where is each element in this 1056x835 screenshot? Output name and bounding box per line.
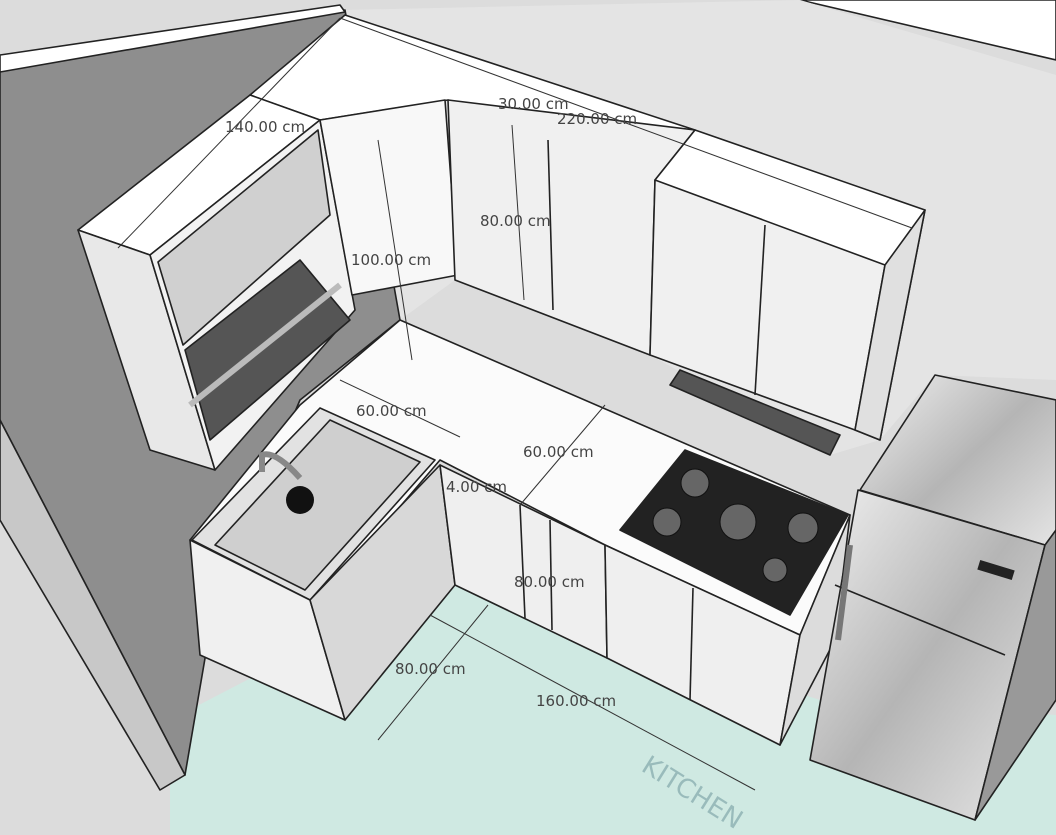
pillar — [0, 419, 186, 791]
dim-upper-depth: 30.00 cm — [498, 95, 569, 113]
dim-upper-height: 80.00 cm — [480, 212, 551, 230]
dim-base-left-width: 80.00 cm — [395, 660, 466, 678]
dish-rack — [184, 259, 351, 441]
dim-upper-total-width: 220.00 cm — [557, 110, 637, 128]
dim-upper-left-width: 140.00 cm — [225, 118, 305, 136]
dimension-lines — [117, 17, 913, 791]
dim-base-height: 80.00 cm — [514, 573, 585, 591]
wall-top — [799, 0, 1056, 61]
dim-counter-depth-right: 60.00 cm — [523, 443, 594, 461]
drain-icon — [286, 486, 314, 514]
side-wall-top — [0, 4, 346, 73]
dim-upper-to-counter: 100.00 cm — [351, 251, 431, 269]
faucet[interactable] — [259, 451, 303, 480]
fridge-display — [977, 559, 1015, 581]
fridge-handle[interactable] — [835, 544, 853, 641]
cabinet-glass — [157, 129, 331, 346]
range-hood — [669, 369, 841, 456]
dim-counter-depth-left: 60.00 cm — [356, 402, 427, 420]
burner-icons — [652, 468, 819, 583]
dim-counter-thickness: 4.00 cm — [446, 478, 507, 496]
dim-base-right-width: 160.00 cm — [536, 692, 616, 710]
